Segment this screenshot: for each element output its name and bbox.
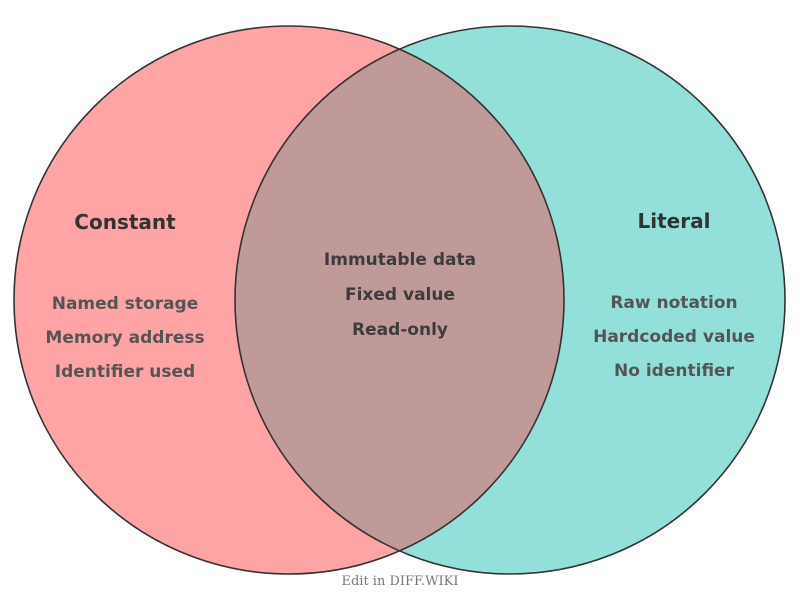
intersection-item: Fixed value [345,285,455,305]
intersection-item: Read-only [352,320,448,340]
left-set-item: Named storage [52,294,199,314]
right-set-item: Raw notation [610,293,737,313]
left-set-item: Identifier used [55,362,195,382]
intersection-region [235,26,564,574]
right-set-outline [234,25,786,575]
intersection-item: Immutable data [324,250,476,270]
right-set-item: No identifier [614,361,735,381]
right-set-item: Hardcoded value [593,327,755,347]
right-set-title: Literal [638,209,711,233]
left-set-item: Memory address [45,328,204,348]
left-set-outline [13,25,565,575]
left-set-title: Constant [74,210,176,234]
footer-edit-link[interactable]: Edit in DIFF.WIKI [341,574,458,589]
